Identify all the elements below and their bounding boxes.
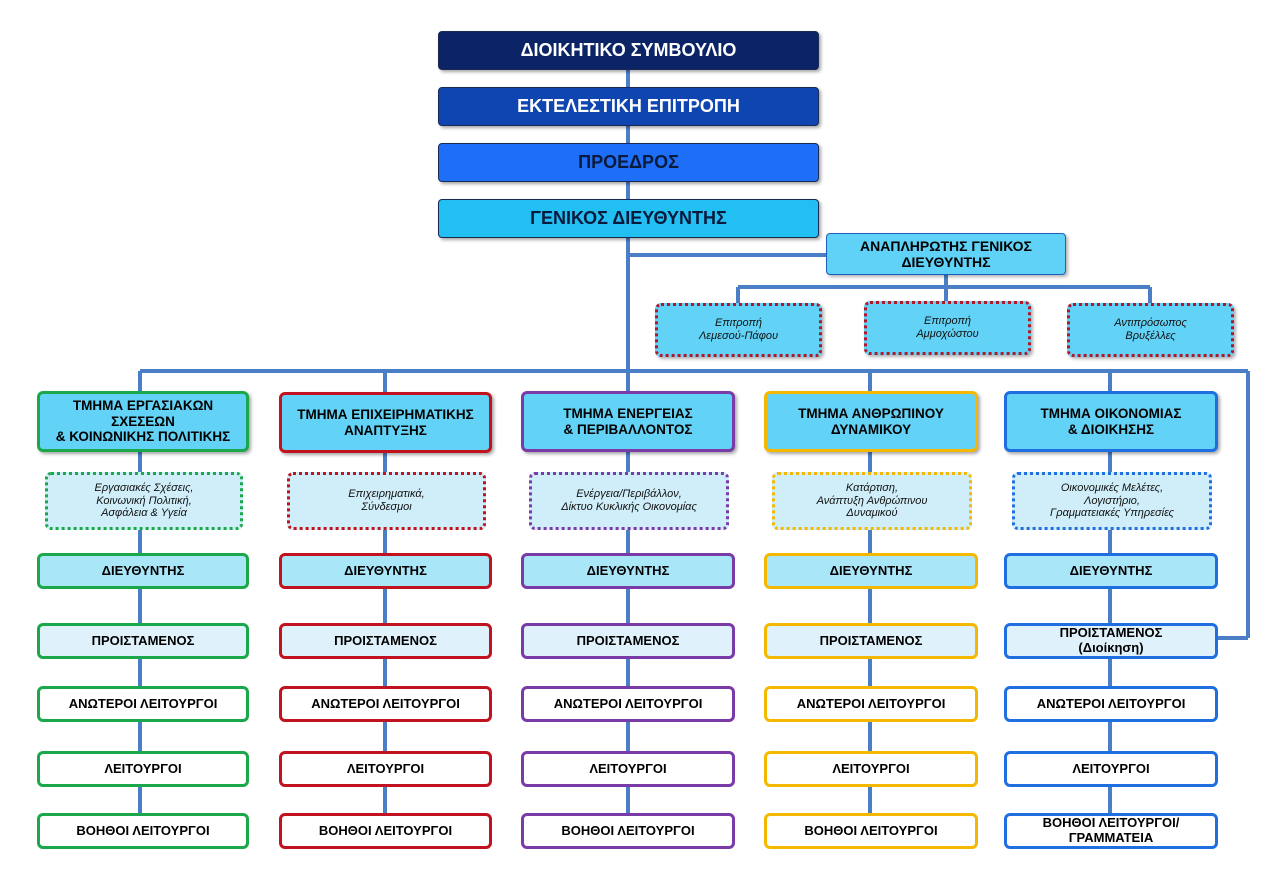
head-box: ΠΡΟΙΣΤΑΜΕΝΟΣ xyxy=(521,623,735,659)
level-label: ΑΝΩΤΕΡΟΙ ΛΕΙΤΟΥΡΓΟΙ xyxy=(1036,695,1186,711)
committee-label: Αντιπρόσωπος Βρυξέλλες xyxy=(1114,317,1187,342)
department-title: ΤΜΗΜΑ ΕΝΕΡΓΕΙΑΣ & ΠΕΡΙΒΑΛΛΟΝΤΟΣ xyxy=(563,405,693,437)
department-area-text: Επιχειρηματικά, Σύνδεσμοι xyxy=(348,488,425,513)
senior-officers-box: ΑΝΩΤΕΡΟΙ ΛΕΙΤΟΥΡΓΟΙ xyxy=(521,686,735,722)
president-box: ΠΡΟΕΔΡΟΣ xyxy=(438,143,819,182)
committee-limassol-paphos: Επιτροπή Λεμεσού-Πάφου xyxy=(655,303,822,357)
level-label: ΔΙΕΥΘΥΝΤΗΣ xyxy=(1069,562,1153,578)
committee-label: Επιτροπή Αμμοχώστου xyxy=(916,315,979,340)
general-director-label: ΓΕΝΙΚΟΣ ΔΙΕΥΘΥΝΤΗΣ xyxy=(530,208,727,229)
committee-famagusta: Επιτροπή Αμμοχώστου xyxy=(864,301,1031,355)
senior-officers-box: ΑΝΩΤΕΡΟΙ ΛΕΙΤΟΥΡΓΟΙ xyxy=(764,686,978,722)
level-label: ΔΙΕΥΘΥΝΤΗΣ xyxy=(344,562,427,578)
executive-committee-box: ΕΚΤΕΛΕΣΤΙΚΗ ΕΠΙΤΡΟΠΗ xyxy=(438,87,819,126)
executive-committee-label: ΕΚΤΕΛΕΣΤΙΚΗ ΕΠΙΤΡΟΠΗ xyxy=(517,96,740,117)
assistant-officers-box: ΒΟΗΘΟΙ ΛΕΙΤΟΥΡΓΟΙ xyxy=(764,813,978,849)
senior-officers-box: ΑΝΩΤΕΡΟΙ ΛΕΙΤΟΥΡΓΟΙ xyxy=(37,686,249,722)
deputy-general-director-box: ΑΝΑΠΛΗΡΩΤΗΣ ΓΕΝΙΚΟΣ ΔΙΕΥΘΥΝΤΗΣ xyxy=(826,233,1066,275)
level-label: ΠΡΟΙΣΤΑΜΕΝΟΣ xyxy=(576,632,680,648)
director-box: ΔΙΕΥΘΥΝΤΗΣ xyxy=(521,553,735,589)
department-area-text: Ενέργεια/Περιβάλλον, Δίκτυο Κυκλικής Οικ… xyxy=(561,488,697,513)
director-box: ΔΙΕΥΘΥΝΤΗΣ xyxy=(1004,553,1218,589)
board-label: ΔΙΟΙΚΗΤΙΚΟ ΣΥΜΒΟΥΛΙΟ xyxy=(520,40,737,61)
department-energy-environment-areas: Ενέργεια/Περιβάλλον, Δίκτυο Κυκλικής Οικ… xyxy=(529,472,729,530)
head-box: ΠΡΟΙΣΤΑΜΕΝΟΣ xyxy=(37,623,249,659)
director-box: ΔΙΕΥΘΥΝΤΗΣ xyxy=(279,553,492,589)
assistant-officers-box: ΒΟΗΘΟΙ ΛΕΙΤΟΥΡΓΟΙ xyxy=(279,813,492,849)
officers-box: ΛΕΙΤΟΥΡΓΟΙ xyxy=(37,751,249,787)
committee-label: Επιτροπή Λεμεσού-Πάφου xyxy=(698,317,779,342)
level-label: ΔΙΕΥΘΥΝΤΗΣ xyxy=(586,562,670,578)
department-area-text: Οικονομικές Μελέτες, Λογιστήριο, Γραμματ… xyxy=(1050,482,1174,520)
assistant-officers-box: ΒΟΗΘΟΙ ΛΕΙΤΟΥΡΓΟΙ/ ΓΡΑΜΜΑΤΕΙΑ xyxy=(1004,813,1218,849)
level-label: ΛΕΙΤΟΥΡΓΟΙ xyxy=(589,760,667,776)
assistant-officers-box: ΒΟΗΘΟΙ ΛΕΙΤΟΥΡΓΟΙ xyxy=(521,813,735,849)
level-label: ΠΡΟΙΣΤΑΜΕΝΟΣ xyxy=(91,632,195,648)
department-labour-relations-areas: Εργασιακές Σχέσεις, Κοινωνική Πολιτική, … xyxy=(45,472,243,530)
level-label: ΒΟΗΘΟΙ ΛΕΙΤΟΥΡΓΟΙ xyxy=(804,822,938,838)
level-label: ΔΙΕΥΘΥΝΤΗΣ xyxy=(829,562,913,578)
level-label: ΑΝΩΤΕΡΟΙ ΛΕΙΤΟΥΡΓΟΙ xyxy=(796,695,946,711)
department-area-text: Κατάρτιση, Ανάπτυξη Ανθρώπινου Δυναμικού xyxy=(816,482,928,520)
officers-box: ΛΕΙΤΟΥΡΓΟΙ xyxy=(279,751,492,787)
board-box: ΔΙΟΙΚΗΤΙΚΟ ΣΥΜΒΟΥΛΙΟ xyxy=(438,31,819,70)
level-label: ΛΕΙΤΟΥΡΓΟΙ xyxy=(832,760,910,776)
president-label: ΠΡΟΕΔΡΟΣ xyxy=(578,152,679,173)
head-box: ΠΡΟΙΣΤΑΜΕΝΟΣ (Διοίκηση) xyxy=(1004,623,1218,659)
department-area-text: Εργασιακές Σχέσεις, Κοινωνική Πολιτική, … xyxy=(94,482,194,520)
department-human-resources-areas: Κατάρτιση, Ανάπτυξη Ανθρώπινου Δυναμικού xyxy=(772,472,972,530)
level-label: ΒΟΗΘΟΙ ΛΕΙΤΟΥΡΓΟΙ/ ΓΡΑΜΜΑΤΕΙΑ xyxy=(1042,815,1180,845)
officers-box: ΛΕΙΤΟΥΡΓΟΙ xyxy=(1004,751,1218,787)
level-label: ΒΟΗΘΟΙ ΛΕΙΤΟΥΡΓΟΙ xyxy=(561,822,695,838)
officers-box: ΛΕΙΤΟΥΡΓΟΙ xyxy=(521,751,735,787)
department-title: ΤΜΗΜΑ ΟΙΚΟΝΟΜΙΑΣ & ΔΙΟΙΚΗΣΗΣ xyxy=(1040,405,1182,437)
level-label: ΒΟΗΘΟΙ ΛΕΙΤΟΥΡΓΟΙ xyxy=(76,822,210,838)
department-business-development-box: ΤΜΗΜΑ ΕΠΙΧΕΙΡΗΜΑΤΙΚΗΣ ΑΝΑΠΤΥΞΗΣ xyxy=(279,392,492,453)
director-box: ΔΙΕΥΘΥΝΤΗΣ xyxy=(37,553,249,589)
level-label: ΔΙΕΥΘΥΝΤΗΣ xyxy=(101,562,185,578)
level-label: ΠΡΟΙΣΤΑΜΕΝΟΣ xyxy=(334,632,437,648)
level-label: ΠΡΟΙΣΤΑΜΕΝΟΣ xyxy=(819,632,923,648)
assistant-officers-box: ΒΟΗΘΟΙ ΛΕΙΤΟΥΡΓΟΙ xyxy=(37,813,249,849)
department-human-resources-box: ΤΜΗΜΑ ΑΝΘΡΩΠΙΝΟΥ ΔΥΝΑΜΙΚΟΥ xyxy=(764,391,978,452)
level-label: ΒΟΗΘΟΙ ΛΕΙΤΟΥΡΓΟΙ xyxy=(318,822,453,838)
department-business-development-areas: Επιχειρηματικά, Σύνδεσμοι xyxy=(287,472,486,530)
level-label: ΛΕΙΤΟΥΡΓΟΙ xyxy=(104,760,182,776)
department-title: ΤΜΗΜΑ ΕΠΙΧΕΙΡΗΜΑΤΙΚΗΣ ΑΝΑΠΤΥΞΗΣ xyxy=(297,406,474,438)
level-label: ΑΝΩΤΕΡΟΙ ΛΕΙΤΟΥΡΓΟΙ xyxy=(553,695,703,711)
representative-brussels: Αντιπρόσωπος Βρυξέλλες xyxy=(1067,303,1234,357)
department-labour-relations-box: ΤΜΗΜΑ ΕΡΓΑΣΙΑΚΩΝ ΣΧΕΣΕΩΝ & ΚΟΙΝΩΝΙΚΗΣ ΠΟ… xyxy=(37,391,249,452)
director-box: ΔΙΕΥΘΥΝΤΗΣ xyxy=(764,553,978,589)
department-economy-administration-areas: Οικονομικές Μελέτες, Λογιστήριο, Γραμματ… xyxy=(1012,472,1212,530)
head-box: ΠΡΟΙΣΤΑΜΕΝΟΣ xyxy=(279,623,492,659)
senior-officers-box: ΑΝΩΤΕΡΟΙ ΛΕΙΤΟΥΡΓΟΙ xyxy=(279,686,492,722)
head-box: ΠΡΟΙΣΤΑΜΕΝΟΣ xyxy=(764,623,978,659)
level-label: ΑΝΩΤΕΡΟΙ ΛΕΙΤΟΥΡΓΟΙ xyxy=(68,695,218,711)
deputy-general-director-label: ΑΝΑΠΛΗΡΩΤΗΣ ΓΕΝΙΚΟΣ ΔΙΕΥΘΥΝΤΗΣ xyxy=(860,237,1032,270)
level-label: ΛΕΙΤΟΥΡΓΟΙ xyxy=(346,760,425,776)
department-title: ΤΜΗΜΑ ΑΝΘΡΩΠΙΝΟΥ ΔΥΝΑΜΙΚΟΥ xyxy=(798,405,944,437)
level-label: ΑΝΩΤΕΡΟΙ ΛΕΙΤΟΥΡΓΟΙ xyxy=(311,695,460,711)
general-director-box: ΓΕΝΙΚΟΣ ΔΙΕΥΘΥΝΤΗΣ xyxy=(438,199,819,238)
level-label: ΛΕΙΤΟΥΡΓΟΙ xyxy=(1072,760,1150,776)
level-label: ΠΡΟΙΣΤΑΜΕΝΟΣ (Διοίκηση) xyxy=(1059,625,1163,655)
department-economy-administration-box: ΤΜΗΜΑ ΟΙΚΟΝΟΜΙΑΣ & ΔΙΟΙΚΗΣΗΣ xyxy=(1004,391,1218,452)
department-energy-environment-box: ΤΜΗΜΑ ΕΝΕΡΓΕΙΑΣ & ΠΕΡΙΒΑΛΛΟΝΤΟΣ xyxy=(521,391,735,452)
officers-box: ΛΕΙΤΟΥΡΓΟΙ xyxy=(764,751,978,787)
senior-officers-box: ΑΝΩΤΕΡΟΙ ΛΕΙΤΟΥΡΓΟΙ xyxy=(1004,686,1218,722)
department-title: ΤΜΗΜΑ ΕΡΓΑΣΙΑΚΩΝ ΣΧΕΣΕΩΝ & ΚΟΙΝΩΝΙΚΗΣ ΠΟ… xyxy=(55,398,231,445)
